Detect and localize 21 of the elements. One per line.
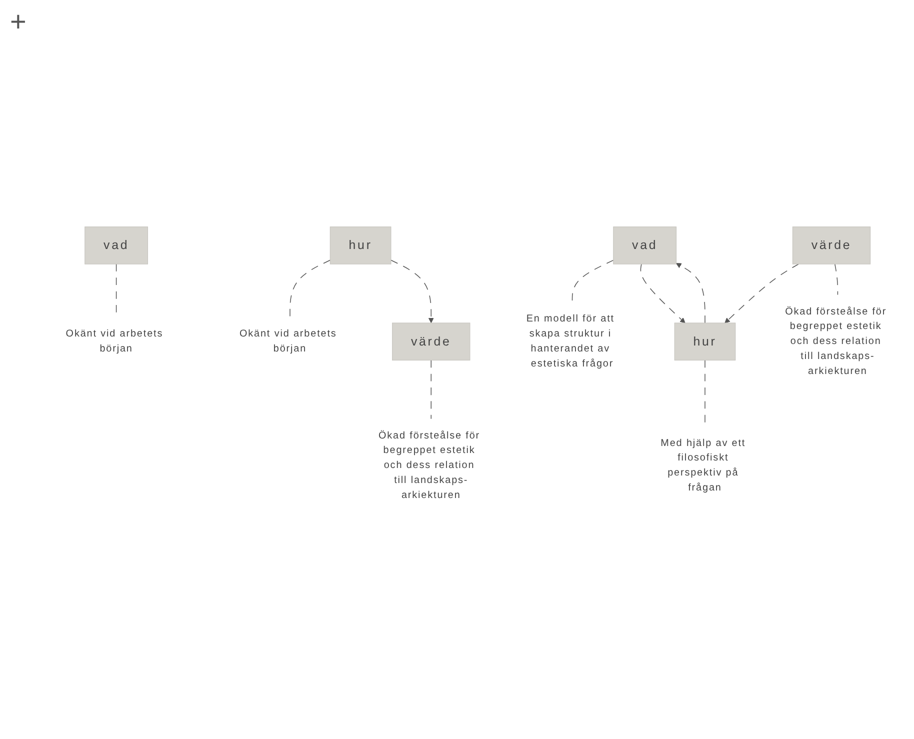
node-box: värde: [792, 226, 871, 264]
connector: [572, 260, 614, 303]
node-box: vad: [84, 226, 148, 264]
connector: [834, 264, 838, 296]
node-box: värde: [392, 322, 470, 360]
node-text: Okänt vid arbetets början: [66, 328, 164, 354]
arrow: [390, 260, 434, 324]
arrow: [676, 263, 706, 324]
node-box: hur: [330, 226, 392, 264]
node-box: hur: [674, 322, 736, 360]
node-box: vad: [613, 226, 677, 264]
plus-sign: +: [10, 6, 26, 37]
arrow: [640, 264, 686, 324]
connector: [290, 260, 331, 318]
connector: [430, 360, 432, 420]
node-text: En modell för att skapa struktur i hanterandet av estetiska frågor: [526, 314, 614, 369]
node-text: Med hjälp av ett filosofiskt perspektiv på frågan: [660, 438, 746, 493]
arrow: [724, 264, 800, 324]
node-text: Ökad försteålse för begreppet estetik och dess relation till landskaps-arkiekturen: [785, 306, 887, 376]
node-text: Okänt vid arbetets början: [239, 328, 337, 354]
node-text: Ökad försteålse för begreppet estetik och dess relation till landskaps-arkiekturen: [378, 430, 480, 500]
